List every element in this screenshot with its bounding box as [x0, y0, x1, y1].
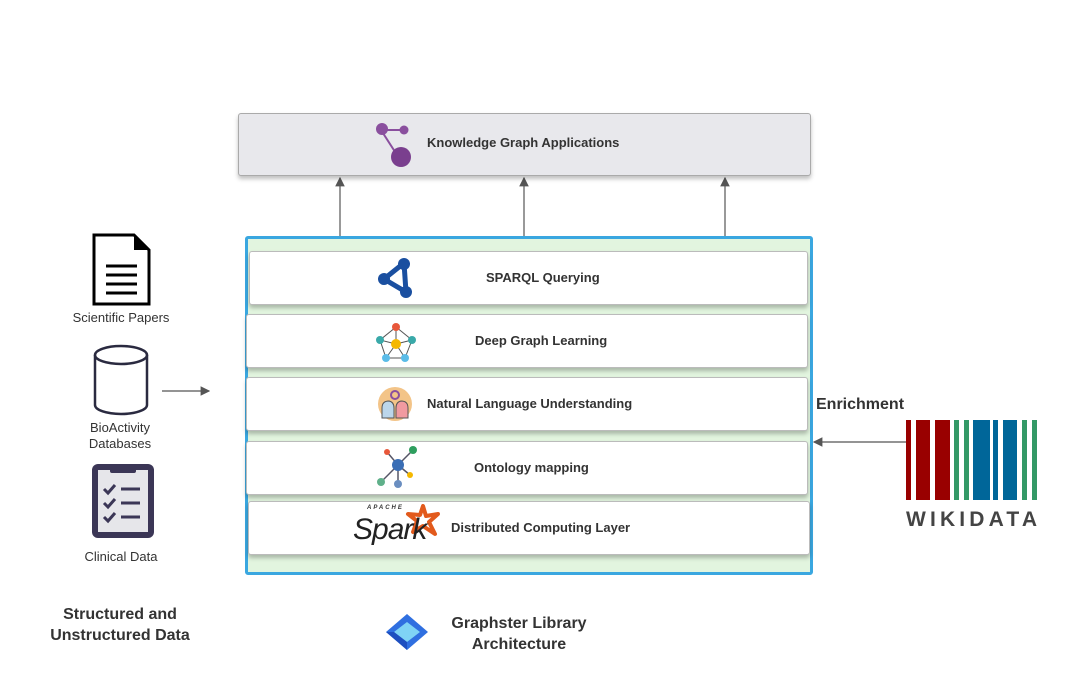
layer-nlu: Natural Language Understanding: [246, 377, 808, 431]
wikidata-logo: WIKIDATA: [906, 420, 1037, 530]
top-label: Knowledge Graph Applications: [427, 135, 620, 150]
wikidata-bar: [935, 420, 950, 500]
knowledge-graph-applications-box: Knowledge Graph Applications: [238, 113, 811, 176]
layer-label: Deep Graph Learning: [475, 333, 608, 348]
layer-label: Natural Language Understanding: [427, 396, 633, 411]
apache-spark-logo: APACHE Spark: [353, 504, 443, 550]
wikidata-bar: [1022, 420, 1027, 500]
document-icon: [92, 233, 151, 306]
enrichment-label: Enrichment: [816, 396, 905, 413]
source-label: Scientific Papers: [72, 310, 170, 325]
wikidata-wordmark: WIKIDATA: [906, 508, 1037, 530]
wikidata-bar: [973, 420, 990, 500]
neural-graph-icon: [376, 323, 416, 362]
layer-ontology-mapping: Ontology mapping: [246, 441, 808, 495]
wikidata-bar: [993, 420, 998, 500]
spark-apache-text: APACHE: [367, 505, 404, 511]
sparql-icon: [378, 258, 412, 298]
layer-label: SPARQL Querying: [486, 270, 600, 285]
graphster-logo: [386, 614, 428, 650]
source-label: Clinical Data: [84, 549, 158, 564]
layer-distributed-computing: APACHE Spark Distributed Computing Layer: [248, 501, 810, 555]
layer-deep-graph-learning: Deep Graph Learning: [246, 314, 808, 368]
wikidata-bar: [916, 420, 930, 500]
library-caption: Graphster Library Architecture: [451, 615, 587, 653]
wikidata-bar: [954, 420, 959, 500]
wikidata-bar: [906, 420, 911, 500]
wikidata-bar: [1003, 420, 1017, 500]
layer-label: Ontology mapping: [474, 460, 589, 475]
database-icon: [93, 344, 149, 416]
clipboard-checklist-icon: [92, 464, 154, 538]
source-label: BioActivity Databases: [88, 420, 152, 451]
layer-label: Distributed Computing Layer: [451, 520, 631, 535]
wikidata-bar: [964, 420, 969, 500]
graph-nodes-icon: [376, 123, 411, 167]
hub-nodes-icon: [377, 446, 417, 488]
sources-caption: Structured and Unstructured Data: [50, 606, 190, 644]
layer-sparql: SPARQL Querying: [249, 251, 808, 305]
heads-gear-icon: [378, 387, 412, 421]
spark-wordmark: Spark: [353, 513, 427, 546]
wikidata-bar: [1032, 420, 1037, 500]
